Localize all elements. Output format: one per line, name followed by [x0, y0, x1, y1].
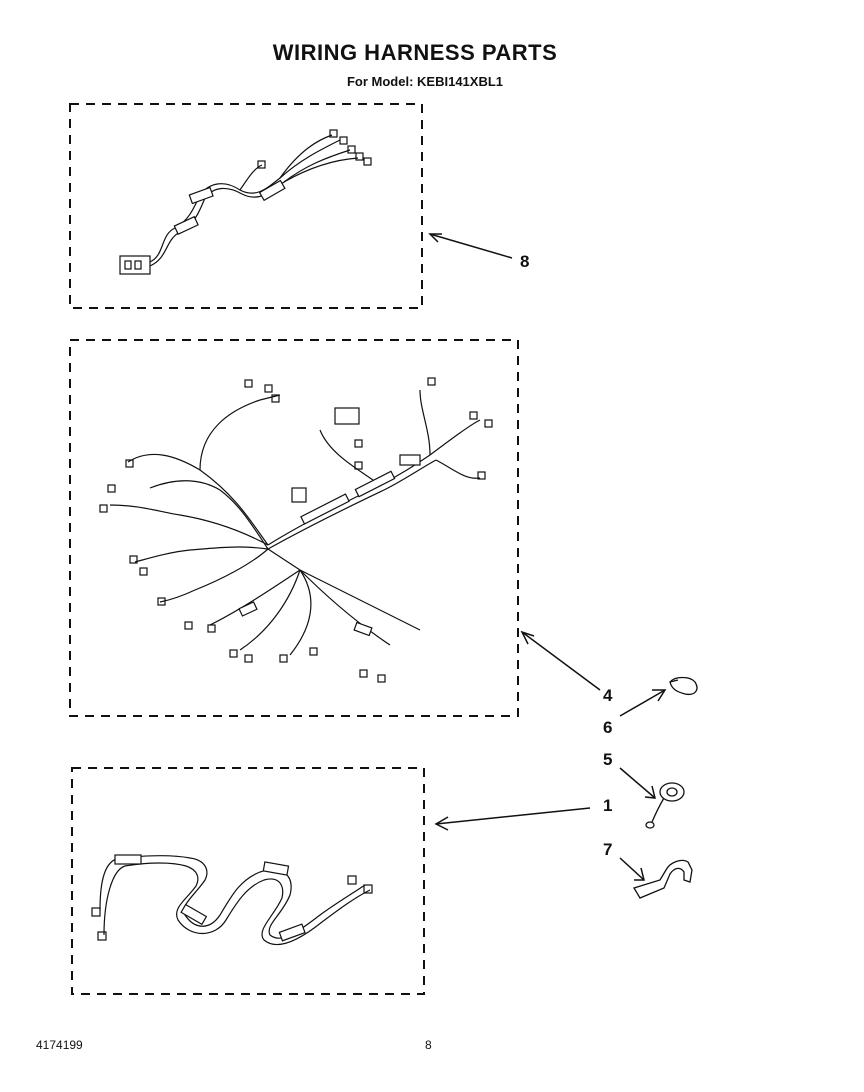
harness-1-drawing — [91, 854, 373, 946]
harness-8-frame — [69, 103, 423, 309]
harness-8-drawing — [119, 129, 372, 275]
part-7-bracket — [633, 859, 693, 899]
callout-7: 7 — [603, 840, 613, 859]
part-5-ring-terminal — [645, 782, 685, 829]
leader-arrows — [428, 233, 667, 881]
callout-8: 8 — [520, 252, 530, 271]
callout-1: 1 — [603, 796, 613, 815]
harness-4-frame — [69, 339, 519, 717]
model-subtitle: For Model: KEBI141XBL1 — [346, 74, 504, 89]
callout-6: 6 — [603, 718, 613, 737]
part-6-clip — [669, 676, 698, 696]
document-number: 4174199 — [36, 1038, 83, 1052]
harness-4-drawing — [99, 377, 493, 683]
page-title: WIRING HARNESS PARTS — [272, 40, 558, 65]
callout-5: 5 — [603, 750, 613, 769]
harness-1-frame — [71, 767, 425, 995]
page-number: 8 — [425, 1038, 432, 1052]
callout-4: 4 — [603, 686, 613, 705]
